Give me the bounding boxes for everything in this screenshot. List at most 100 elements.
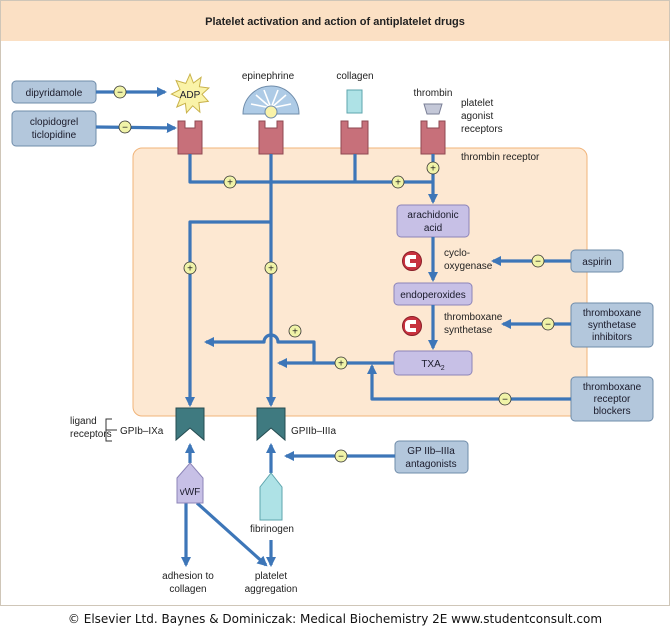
diagram: Platelet activation and action of antipl… <box>0 0 670 606</box>
svg-text:receptors: receptors <box>461 124 503 135</box>
platelet-aggregation-label: platelet aggregation <box>245 571 298 595</box>
svg-text:synthetase: synthetase <box>444 325 493 336</box>
minus-icon-clopidogrel: − <box>118 120 132 134</box>
epinephrine-receptor <box>258 120 284 155</box>
fibrinogen-label: fibrinogen <box>250 524 294 535</box>
diagram-title: Platelet activation and action of antipl… <box>205 16 465 28</box>
plus-icon-thrombin-receptor: + <box>426 161 440 175</box>
epinephrine-label: epinephrine <box>242 71 295 82</box>
plus-icon-adp-signal: + <box>223 175 237 189</box>
thrombin-receptor-label: thrombin receptor <box>461 152 540 163</box>
cyclooxygenase-enzyme-icon <box>402 251 422 271</box>
plus-icon-txa2-gpiib: + <box>334 356 348 370</box>
ligand-receptors-label: ligand receptors <box>70 416 112 440</box>
svg-text:dipyridamole: dipyridamole <box>26 88 83 99</box>
minus-icon-gp-antagonists: − <box>334 449 348 463</box>
arachidonic-acid-box: arachidonic acid <box>396 204 470 238</box>
svg-text:collagen: collagen <box>169 584 206 595</box>
svg-text:TXA2: TXA2 <box>421 359 444 372</box>
gpiib-iiia-label: GPIIb–IIIa <box>291 426 336 437</box>
collagen-shape <box>346 89 363 114</box>
ligand-receptors-bracket <box>105 418 117 442</box>
thromboxane-receptor-blockers-box: thromboxane receptor blockers <box>570 376 654 422</box>
gpiib-iiia-receptor <box>256 407 286 442</box>
svg-text:+: + <box>338 359 344 370</box>
thrombin-receptor <box>420 120 446 155</box>
svg-text:+: + <box>187 264 193 275</box>
svg-text:aggregation: aggregation <box>245 584 298 595</box>
endoperoxides-box: endoperoxides <box>393 282 473 306</box>
svg-text:oxygenase: oxygenase <box>444 261 493 272</box>
collagen-receptor <box>340 120 369 155</box>
fibrinogen-shape <box>259 472 283 521</box>
svg-text:cyclo-: cyclo- <box>444 248 470 259</box>
svg-text:receptors: receptors <box>70 429 112 440</box>
svg-text:−: − <box>502 395 508 406</box>
svg-text:−: − <box>338 452 344 463</box>
svg-text:thromboxane: thromboxane <box>583 308 642 319</box>
svg-text:platelet: platelet <box>255 571 287 582</box>
minus-icon-aspirin: − <box>531 254 545 268</box>
svg-text:GP IIb–IIIa: GP IIb–IIIa <box>407 446 455 457</box>
svg-text:aspirin: aspirin <box>582 257 611 268</box>
svg-text:synthetase: synthetase <box>588 320 637 331</box>
svg-text:antagonists: antagonists <box>405 459 456 470</box>
thromboxane-synthetase-enzyme-icon <box>402 316 422 336</box>
receptor-signal-line <box>188 154 433 184</box>
dipyridamole-box: dipyridamole <box>11 80 97 104</box>
gpib-ixa-label: GPIb–IXa <box>120 426 164 437</box>
svg-text:ADP: ADP <box>180 90 201 101</box>
plus-icon-epinephrine-stem: + <box>264 261 278 275</box>
svg-text:platelet: platelet <box>461 98 493 109</box>
adp-starburst: ADP <box>170 72 211 114</box>
svg-text:vWF: vWF <box>180 487 201 498</box>
epinephrine-shape <box>242 85 300 119</box>
svg-text:agonist: agonist <box>461 111 493 122</box>
thrombin-shape <box>423 103 443 115</box>
svg-text:clopidogrel: clopidogrel <box>30 117 78 128</box>
gp-iib-iiia-antagonists-box: GP IIb–IIIa antagonists <box>394 440 469 474</box>
platelet-cell <box>132 147 588 417</box>
txa2-feedback-arrow <box>203 333 394 365</box>
svg-text:+: + <box>430 164 436 175</box>
gpib-ixa-receptor <box>175 407 205 442</box>
plus-icon-collagen-signal: + <box>391 175 405 189</box>
aspirin-box: aspirin <box>570 249 624 273</box>
svg-text:thromboxane: thromboxane <box>444 312 503 323</box>
thromboxane-synthetase-label: thromboxane synthetase <box>444 312 503 336</box>
svg-text:acid: acid <box>424 223 442 234</box>
svg-text:receptor: receptor <box>594 394 631 405</box>
thrombin-label: thrombin <box>414 88 453 99</box>
svg-text:inhibitors: inhibitors <box>592 332 632 343</box>
svg-text:−: − <box>117 88 123 99</box>
svg-text:adhesion to: adhesion to <box>162 571 214 582</box>
gpib-branch-arrow <box>184 220 271 408</box>
svg-text:thromboxane: thromboxane <box>583 382 642 393</box>
thromboxane-synthetase-inhibitors-box: thromboxane synthetase inhibitors <box>570 302 654 348</box>
svg-text:+: + <box>292 327 298 338</box>
svg-text:+: + <box>227 178 233 189</box>
svg-text:arachidonic: arachidonic <box>407 210 458 221</box>
minus-icon-receptor-blockers: − <box>498 392 512 406</box>
clopidogrel-ticlopidine-box: clopidogrel ticlopidine <box>11 110 97 147</box>
svg-text:ticlopidine: ticlopidine <box>32 130 77 141</box>
minus-icon-synthetase-inhibitors: − <box>541 317 555 331</box>
adp-receptor <box>177 120 203 155</box>
svg-text:ligand: ligand <box>70 416 97 427</box>
adhesion-to-collagen-label: adhesion to collagen <box>162 571 214 595</box>
svg-text:−: − <box>535 257 541 268</box>
plus-icon-gpib-branch: + <box>183 261 197 275</box>
vwf-shape: vWF <box>176 462 204 504</box>
cyclooxygenase-label: cyclo- oxygenase <box>444 248 493 272</box>
vwf-to-aggregation-arrow <box>195 501 268 567</box>
platelet-agonist-receptors-label: platelet agonist receptors <box>461 98 503 135</box>
svg-text:−: − <box>545 320 551 331</box>
minus-icon-dipyridamole: − <box>113 85 127 99</box>
txa2-box: TXA2 <box>393 350 473 376</box>
svg-text:−: − <box>122 123 128 134</box>
collagen-label: collagen <box>336 71 373 82</box>
svg-text:endoperoxides: endoperoxides <box>400 290 466 301</box>
svg-text:+: + <box>268 264 274 275</box>
svg-text:blockers: blockers <box>593 406 630 417</box>
title-band <box>1 1 669 41</box>
